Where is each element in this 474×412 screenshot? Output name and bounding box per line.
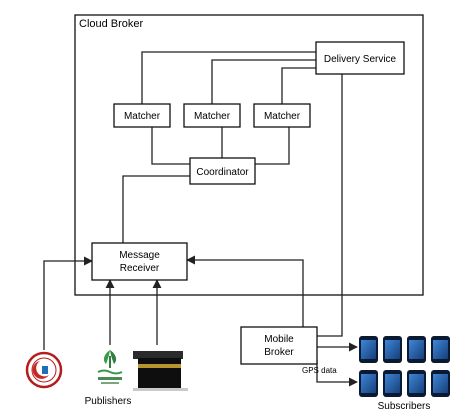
subscriber-phones — [359, 336, 450, 397]
matcher-1-label: Matcher — [124, 111, 161, 122]
kaaba-icon — [133, 351, 188, 391]
connectors — [43, 51, 358, 387]
matcher-node-2: Matcher — [183, 103, 241, 128]
ministry-of-health-logo-icon — [97, 350, 123, 384]
mobile-broker-label-line1: Mobile — [264, 334, 294, 345]
red-crescent-logo-icon — [25, 351, 63, 389]
subscribers-label: Subscribers — [378, 401, 431, 412]
smartphone-icon — [407, 370, 426, 397]
matcher-node-3: Matcher — [253, 103, 311, 128]
smartphone-icon — [383, 370, 402, 397]
smartphone-icon — [431, 336, 450, 363]
cloud-broker-title: Cloud Broker — [79, 18, 144, 30]
matcher-node-1: Matcher — [113, 103, 171, 128]
coordinator-label: Coordinator — [196, 167, 249, 178]
matcher-2-label: Matcher — [194, 111, 231, 122]
mobile-broker-label-line2: Broker — [264, 347, 294, 358]
message-receiver-node: Message Receiver — [91, 242, 188, 281]
smartphone-icon — [431, 370, 450, 397]
smartphone-icon — [407, 336, 426, 363]
delivery-service-label: Delivery Service — [324, 54, 397, 65]
publishers-label: Publishers — [85, 396, 132, 407]
delivery-service-node: Delivery Service — [315, 41, 405, 75]
cloud-broker-container — [74, 14, 424, 296]
smartphone-icon — [383, 336, 402, 363]
coordinator-node: Coordinator — [189, 157, 256, 185]
mobile-broker-node: Mobile Broker — [240, 326, 318, 365]
smartphone-icon — [359, 370, 378, 397]
smartphone-icon — [359, 336, 378, 363]
message-receiver-label-line2: Receiver — [120, 263, 160, 274]
matcher-3-label: Matcher — [264, 111, 301, 122]
gps-data-label: GPS data — [302, 366, 337, 375]
message-receiver-label-line1: Message — [119, 250, 160, 261]
